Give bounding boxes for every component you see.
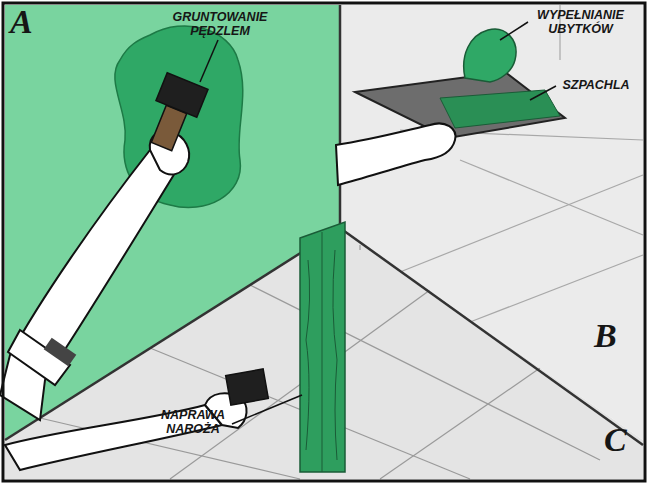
frame	[3, 3, 645, 481]
step-label: NAPRAWA NAROŻA	[152, 408, 234, 436]
wall-panel-a	[5, 5, 340, 440]
step-label: WYPEŁNIANIE UBYTKÓW	[528, 8, 633, 36]
wall-tiles	[400, 5, 643, 322]
corner-post	[300, 222, 345, 472]
wall-panel-b	[340, 5, 643, 440]
watch	[44, 338, 77, 367]
panel-letter: C	[604, 422, 644, 458]
brush-handle	[151, 105, 186, 150]
filled-gap	[464, 29, 516, 82]
arm	[0, 150, 178, 420]
filler-on-blade	[440, 90, 560, 128]
arm-with-brush	[0, 73, 208, 420]
trowel	[226, 369, 269, 405]
corner-texture	[306, 232, 337, 472]
arm	[336, 123, 455, 185]
leader-lines	[200, 22, 556, 424]
step-label: GRUNTOWANIE PĘDZLEM	[170, 10, 270, 38]
arm-with-spatula	[336, 29, 565, 185]
spatula-blade	[355, 72, 565, 138]
tool-label: SZPACHLA	[556, 78, 636, 92]
panel-letter: A	[10, 4, 60, 40]
arm-with-trowel	[5, 369, 268, 470]
brush-head	[156, 73, 208, 117]
panel-letter: B	[594, 318, 644, 354]
